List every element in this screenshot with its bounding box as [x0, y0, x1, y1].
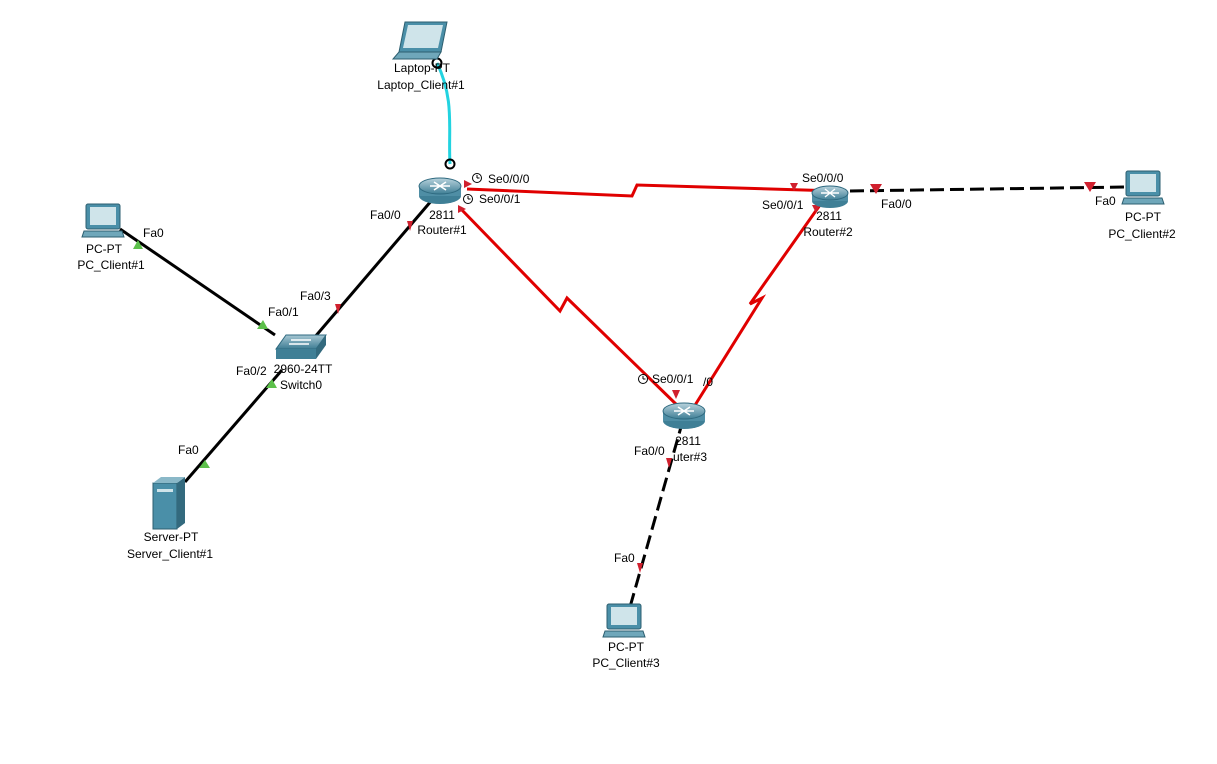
device-name-label: Switch0: [280, 378, 322, 392]
device-name-label: Router#2: [803, 225, 853, 239]
port-label: Se0/0/1: [652, 372, 694, 386]
link-status-markers: [133, 180, 1096, 573]
device-model-label: 2811: [816, 209, 842, 223]
clock-icon: [638, 374, 648, 384]
link-down-marker: [458, 205, 466, 213]
port-label: Fa0: [1095, 194, 1116, 208]
console-endpoint-router1: [444, 158, 456, 170]
device-name-label: Laptop_Client#1: [377, 78, 465, 92]
pc-icon[interactable]: [81, 203, 125, 238]
device-model-label: Server-PT: [144, 530, 199, 544]
device-name-label: Server_Client#1: [127, 547, 213, 561]
link-down-marker: [672, 390, 680, 399]
device-name-label: PC_Client#3: [592, 656, 660, 670]
server-icon[interactable]: [152, 477, 185, 530]
serial-link-router1-router3[interactable]: [458, 206, 682, 410]
clock-icon: [463, 194, 473, 204]
device-model-label: 2811: [429, 208, 455, 222]
port-label: Fa0: [143, 226, 164, 240]
copper-link-switch-server[interactable]: [183, 369, 284, 483]
serial-link-router1-router2[interactable]: [466, 183, 838, 198]
port-label: /0: [703, 375, 713, 389]
link-down-marker: [666, 458, 672, 468]
pc-icon[interactable]: [602, 603, 646, 638]
port-label: Se0/0/0: [488, 172, 530, 186]
port-label: Fa0/0: [634, 444, 665, 458]
device-model-label: Laptop-PT: [394, 61, 451, 75]
port-label: Se0/0/1: [762, 198, 804, 212]
dashed-link-router2-pc2[interactable]: [849, 185, 1127, 193]
link-down-marker: [335, 304, 341, 314]
console-cable-laptop-router1[interactable]: [435, 62, 452, 165]
device-model-label: 2960-24TT: [274, 362, 333, 376]
link-down-marker: [637, 563, 643, 573]
router-icon[interactable]: [662, 402, 706, 429]
device-name-label: Router#1: [417, 223, 467, 237]
switch-icon[interactable]: [275, 334, 327, 359]
port-label: Se0/0/0: [802, 171, 844, 185]
port-label: Fa0/2: [236, 364, 267, 378]
dashed-link-router3-pc3[interactable]: [628, 419, 685, 608]
device-model-label: 2811: [675, 434, 701, 448]
device-name-label: PC_Client#2: [1108, 227, 1176, 241]
links: [119, 57, 1127, 608]
port-label: Fa0: [614, 551, 635, 565]
link-up-marker: [199, 460, 210, 468]
device-model-label: PC-PT: [86, 242, 123, 256]
router-icon[interactable]: [811, 185, 849, 208]
port-label: Fa0: [178, 443, 199, 457]
link-up-marker: [257, 320, 268, 329]
device-name-label: PC_Client#1: [77, 258, 145, 272]
device-model-label: PC-PT: [1125, 210, 1162, 224]
laptop-icon[interactable]: [391, 21, 448, 60]
link-down-marker: [870, 184, 882, 194]
link-up-marker: [133, 240, 143, 249]
link-down-marker: [790, 183, 798, 191]
copper-link-pc1-switch[interactable]: [119, 227, 276, 337]
link-down-marker: [812, 205, 820, 213]
link-down-marker: [464, 180, 472, 188]
port-label: Se0/0/1: [479, 192, 521, 206]
link-up-marker: [266, 379, 277, 388]
port-label: Fa0/3: [300, 289, 331, 303]
port-label: Fa0/0: [881, 197, 912, 211]
clock-icon: [472, 173, 482, 183]
pc-icon[interactable]: [1121, 170, 1165, 205]
device-model-label: PC-PT: [608, 640, 645, 654]
link-down-marker: [407, 221, 413, 231]
port-label: Fa0/0: [370, 208, 401, 222]
port-label: Fa0/1: [268, 305, 299, 319]
device-name-label: uter#3: [673, 450, 707, 464]
link-down-marker: [1084, 182, 1096, 192]
router-icon[interactable]: [418, 177, 462, 204]
serial-link-router2-router3[interactable]: [690, 204, 822, 411]
